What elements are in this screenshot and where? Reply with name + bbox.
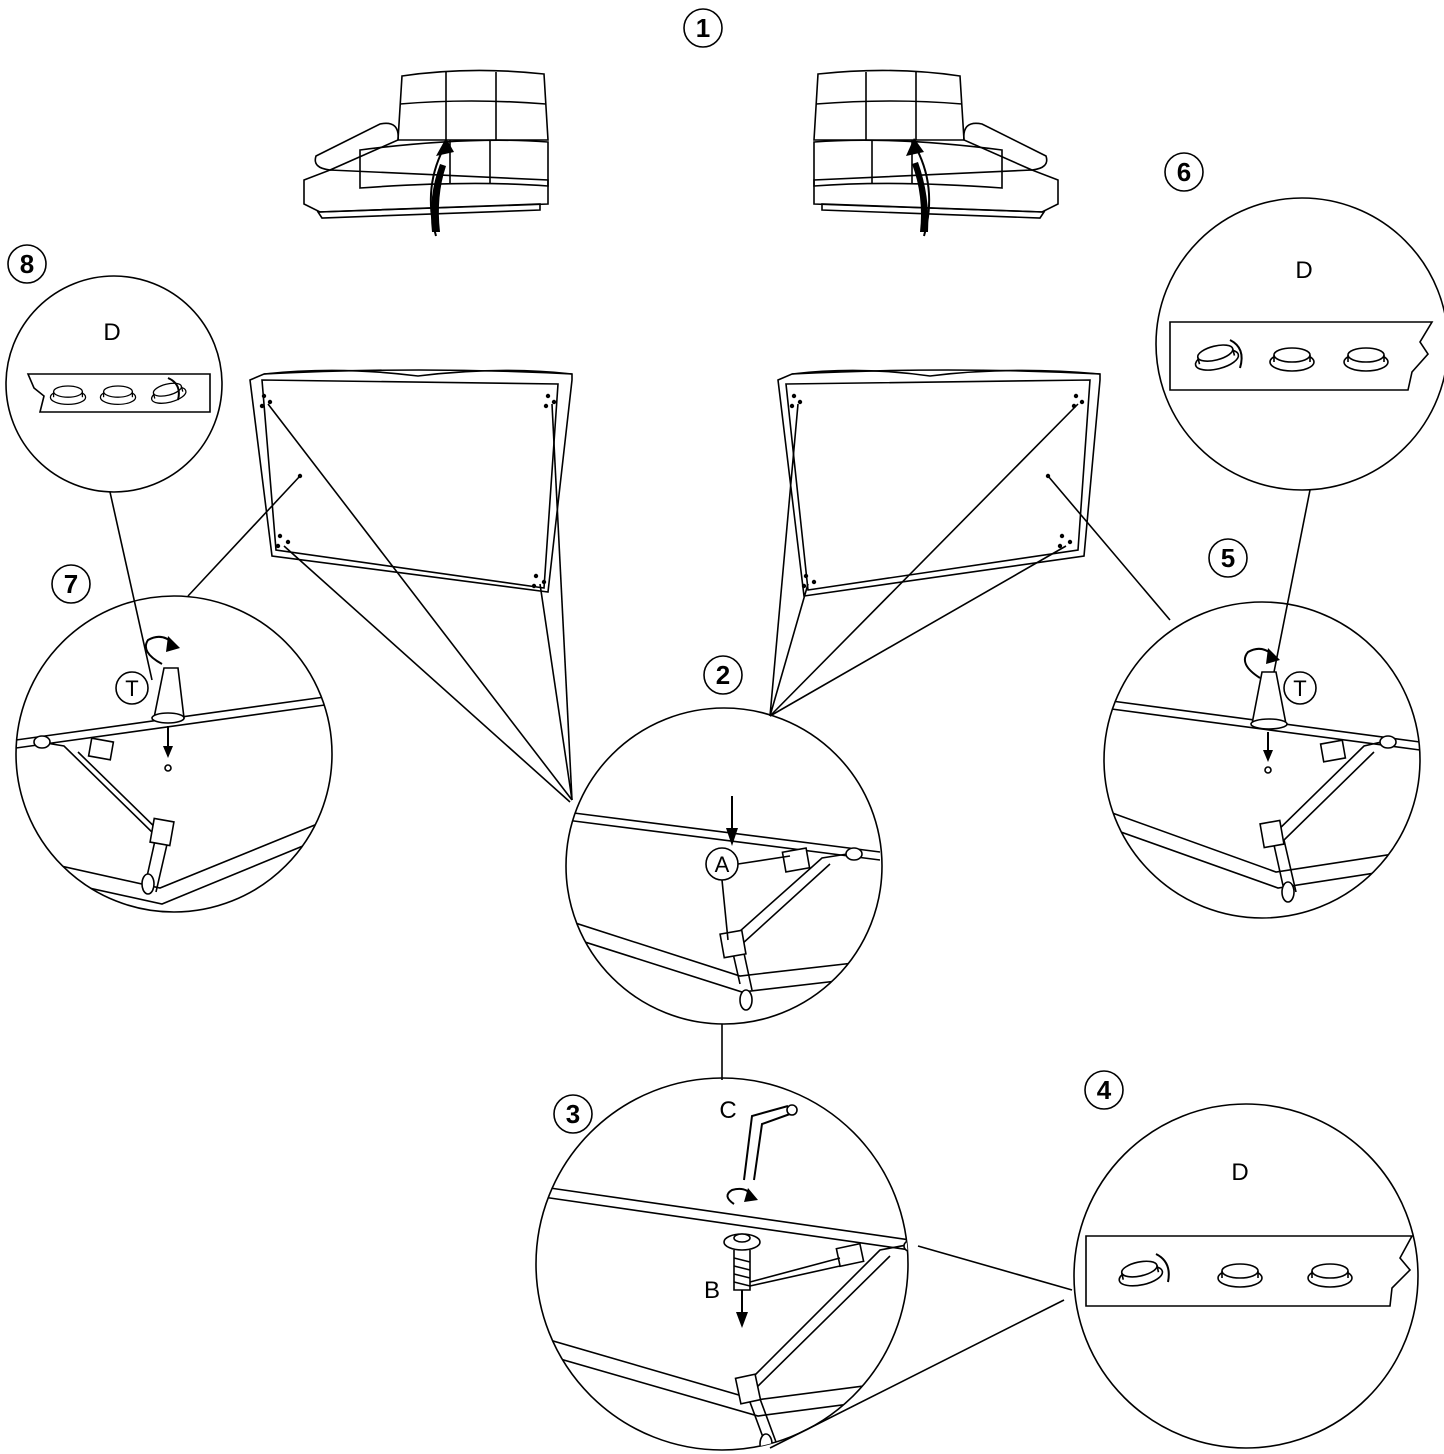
step-6-pads-detail: 6 D: [1155, 152, 1444, 491]
step-8-pads-detail: 8 D: [5, 244, 223, 493]
step-3-number: 3: [566, 1099, 580, 1129]
flip-arrow-right-head: [906, 138, 924, 156]
part-t-label-7: T: [125, 676, 138, 701]
sofa-underside-left: [249, 369, 573, 593]
part-b-label: B: [704, 1277, 720, 1304]
step-4-pads-detail: 4 D: [1073, 1070, 1419, 1449]
rotate-arrow-7: [144, 635, 175, 665]
step-5-twist-leg: 5 T: [1103, 538, 1421, 919]
leg-cone-5: [1251, 671, 1287, 725]
pad-peel-arrow-6: [1229, 339, 1243, 369]
step-2-number: 2: [716, 660, 730, 690]
step-1-number: 1: [696, 13, 710, 43]
step-4-detail-circle: [1073, 1103, 1419, 1449]
step-5-number: 5: [1221, 543, 1235, 573]
step-8-detail-circle: [5, 275, 223, 493]
part-t-circle-7: [115, 671, 149, 705]
pad-peel-arrow-8: [167, 377, 180, 401]
step-6-number: 6: [1177, 157, 1191, 187]
step-3-detail-circle: [535, 1077, 909, 1451]
pad-strip-4: [1085, 1235, 1414, 1307]
leg-cone-7: [153, 667, 185, 719]
pad-strip-6: [1169, 321, 1434, 391]
step-4-circle: [1084, 1070, 1124, 1110]
step-7-detail-circle: [15, 595, 333, 913]
rotate-arrow-5: [1244, 647, 1275, 679]
step-6-circle: [1164, 152, 1204, 192]
step-5-circle: [1208, 538, 1248, 578]
part-d-label-4: D: [1231, 1159, 1248, 1186]
part-c-label: C: [719, 1097, 736, 1124]
part-d-label-6: D: [1295, 257, 1312, 284]
pad-peel-arrow-4: [1155, 1253, 1170, 1283]
sofa-right-illustration: [813, 69, 1059, 237]
allen-key: [743, 1105, 789, 1181]
step-6-detail-circle: [1155, 197, 1444, 491]
step-5-detail-circle: [1103, 601, 1421, 919]
part-t-label-5: T: [1293, 676, 1306, 701]
part-a-label: A: [715, 852, 730, 877]
step-7-circle: [51, 564, 91, 604]
step-1-flip-sofas: 1: [303, 8, 1059, 237]
step-7-twist-leg: 7 T: [15, 564, 333, 913]
pad-strip-8: [26, 373, 211, 413]
step-3-tighten-bolt: 3 C B: [535, 1077, 909, 1451]
step-7-number: 7: [64, 569, 78, 599]
step-8-circle: [7, 244, 47, 284]
part-t-circle-5: [1283, 671, 1317, 705]
part-d-label-8: D: [103, 319, 120, 346]
step-3-circle: [553, 1094, 593, 1134]
sofa-left-illustration: [303, 69, 549, 237]
flip-arrow-left-head: [436, 138, 454, 156]
step-8-number: 8: [20, 249, 34, 279]
step-4-number: 4: [1097, 1075, 1112, 1105]
step-2-attach-leg: 2 A: [565, 655, 883, 1025]
step-1-circle: [683, 8, 723, 48]
step-2-circle: [703, 655, 743, 695]
step-2-detail-circle: [565, 707, 883, 1025]
sofa-underside-right: [777, 369, 1101, 597]
